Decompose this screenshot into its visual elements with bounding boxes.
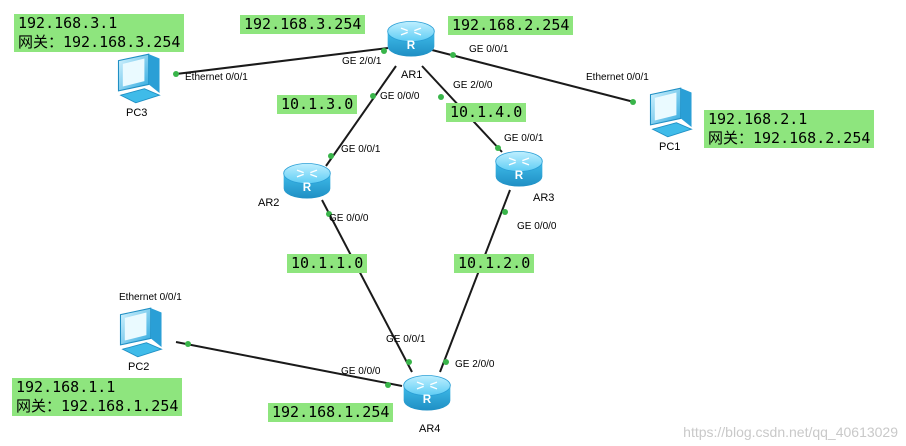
network-ar3-ar4: 10.1.2.0 xyxy=(454,254,535,273)
port-label: GE 0/0/0 xyxy=(329,213,369,224)
port-dot xyxy=(443,359,449,365)
device-label: PC2 xyxy=(128,361,149,373)
router-ar4[interactable]: AR4 xyxy=(402,374,452,436)
network-ar2-ar4: 10.1.1.0 xyxy=(287,254,368,273)
router-ar1[interactable]: AR1 xyxy=(386,20,436,82)
devices: AR1 AR2 AR3 AR4 PC3 PC1 PC2 xyxy=(117,20,693,436)
port-label: GE 0/0/1 xyxy=(341,144,381,155)
network-ar1-ar3: 10.1.4.0 xyxy=(446,103,527,122)
port-dot xyxy=(381,48,387,54)
port-dot xyxy=(502,209,508,215)
link-ar1-pc1 xyxy=(431,49,635,103)
port-label: GE 0/0/1 xyxy=(386,334,426,345)
pc-pc1[interactable]: PC1 xyxy=(649,87,693,153)
ar4-left-address: 192.168.1.254 xyxy=(268,403,394,422)
device-label: AR3 xyxy=(533,192,554,204)
device-label: AR4 xyxy=(419,423,440,435)
port-label: GE 2/0/0 xyxy=(453,80,493,91)
port-dot xyxy=(185,341,191,347)
link-ar2-ar4 xyxy=(321,199,413,373)
port-label: GE 0/0/1 xyxy=(504,133,544,144)
port-label: GE 2/0/1 xyxy=(342,56,382,67)
port-dot xyxy=(630,99,636,105)
pc1-ip: 192.168.2.1 xyxy=(708,110,808,128)
links xyxy=(175,47,635,387)
pc3-address-note: 192.168.3.1 网关：192.168.3.254 xyxy=(14,14,185,52)
pc3-gateway: 网关：192.168.3.254 xyxy=(18,33,181,51)
port-labels: Ethernet 0/0/1 GE 2/0/1 GE 0/0/1 Etherne… xyxy=(119,44,649,377)
link-pc3-ar1 xyxy=(175,47,389,75)
port-dot xyxy=(406,359,412,365)
link-ar3-ar4 xyxy=(439,189,511,373)
device-label: AR1 xyxy=(401,69,422,81)
pc1-gateway: 网关：192.168.2.254 xyxy=(708,129,871,147)
port-dot xyxy=(450,52,456,58)
device-label: PC3 xyxy=(126,107,147,119)
port-label: Ethernet 0/0/1 xyxy=(185,72,248,83)
ar1-left-address: 192.168.3.254 xyxy=(240,15,366,34)
port-label: GE 0/0/0 xyxy=(341,366,381,377)
link-ar1-ar2 xyxy=(325,65,397,167)
port-label: GE 0/0/0 xyxy=(517,221,557,232)
watermark: https://blog.csdn.net/qq_40613029 xyxy=(683,424,898,440)
port-dot xyxy=(385,382,391,388)
port-label: GE 0/0/0 xyxy=(380,91,420,102)
port-label: Ethernet 0/0/1 xyxy=(586,72,649,83)
pc1-address-note: 192.168.2.1 网关：192.168.2.254 xyxy=(704,110,875,148)
device-label: PC1 xyxy=(659,141,680,153)
port-dot xyxy=(328,153,334,159)
port-label: Ethernet 0/0/1 xyxy=(119,292,182,303)
pc2-ip: 192.168.1.1 xyxy=(16,378,116,396)
pc2-address-note: 192.168.1.1 网关：192.168.1.254 xyxy=(12,378,183,416)
port-label: GE 2/0/0 xyxy=(455,359,495,370)
port-dot xyxy=(495,145,501,151)
ar1-right-address: 192.168.2.254 xyxy=(448,16,574,35)
device-label: AR2 xyxy=(258,197,279,209)
pc-pc2[interactable]: PC2 xyxy=(119,307,163,373)
port-dots xyxy=(173,48,636,388)
port-label: GE 0/0/1 xyxy=(469,44,509,55)
pc2-gateway: 网关：192.168.1.254 xyxy=(16,397,179,415)
network-ar1-ar2: 10.1.3.0 xyxy=(277,95,358,114)
port-dot xyxy=(438,94,444,100)
link-pc2-ar4 xyxy=(175,341,403,387)
port-dot xyxy=(326,211,332,217)
port-dot xyxy=(173,71,179,77)
pc3-ip: 192.168.3.1 xyxy=(18,14,118,32)
router-ar2[interactable]: AR2 xyxy=(258,162,332,210)
port-dot xyxy=(370,93,376,99)
pc-pc3[interactable]: PC3 xyxy=(117,53,161,119)
router-ar3[interactable]: AR3 xyxy=(494,150,555,205)
